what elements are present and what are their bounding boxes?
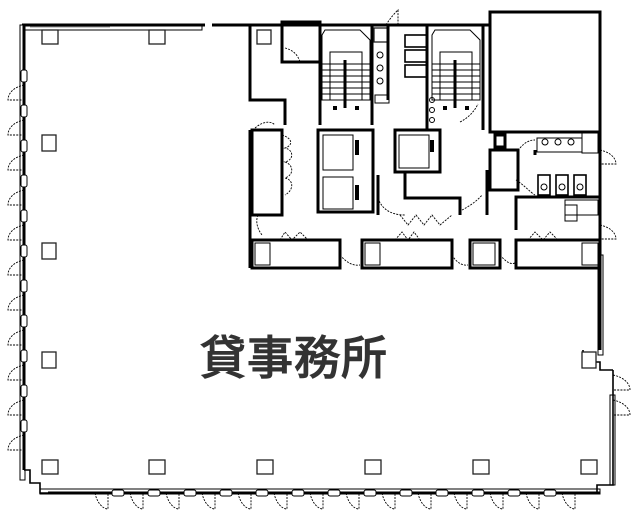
restrooms [490, 130, 600, 230]
rental-office-label: 貸事務所 [200, 331, 388, 385]
core [248, 8, 602, 270]
columns [41, 29, 598, 475]
core-south-rooms [250, 231, 602, 270]
outer-wall [19, 10, 616, 495]
stair-right [431, 29, 481, 123]
left-facade-windows [7, 69, 28, 451]
elevator-shafts [316, 128, 442, 214]
bottom-facade-windows [94, 489, 576, 510]
stair-left [321, 29, 371, 110]
right-facade-doors [599, 149, 631, 416]
